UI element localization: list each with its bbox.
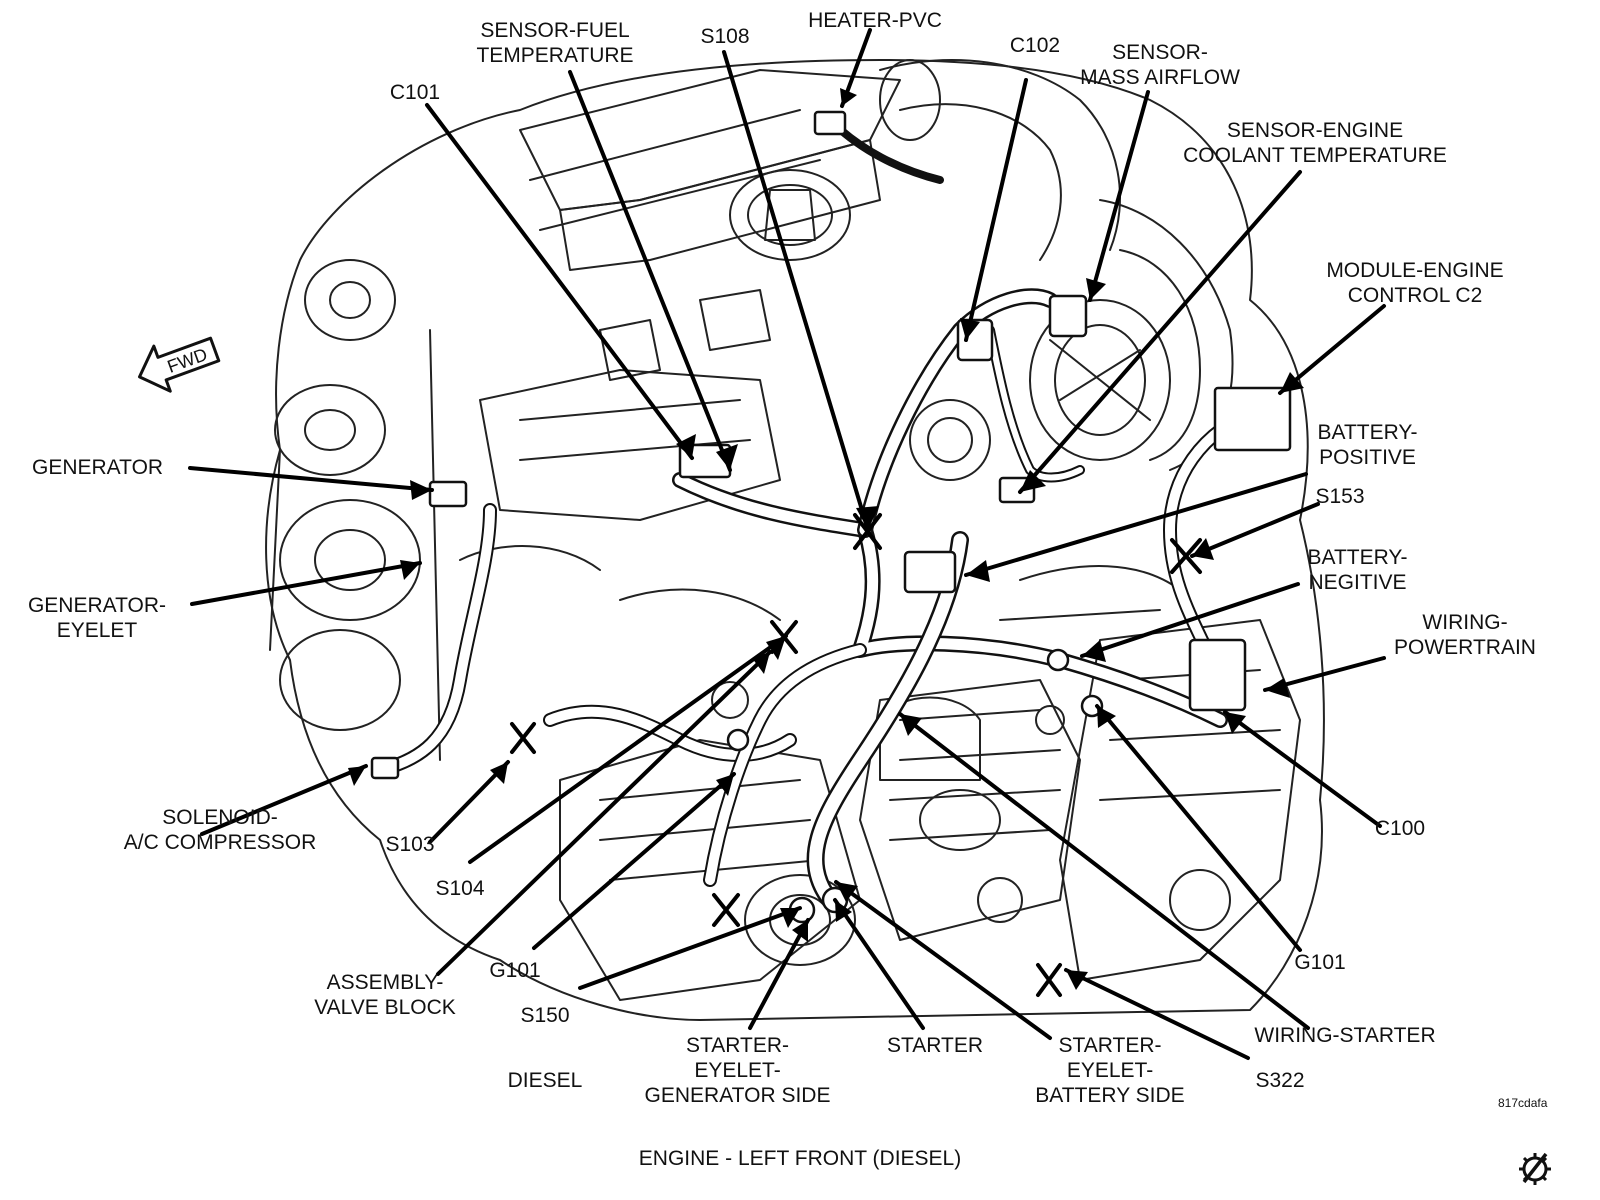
label-s322: S322 bbox=[1255, 1069, 1305, 1092]
label-generator-eyelet: GENERATOR-EYELET bbox=[27, 594, 167, 642]
label-g101-right: G101 bbox=[1294, 951, 1346, 974]
label-assembly-valve-block: ASSEMBLY-VALVE BLOCK bbox=[314, 971, 456, 1019]
label-c101: C101 bbox=[389, 81, 441, 104]
label-s153: S153 bbox=[1315, 485, 1365, 508]
label-heater-pvc: HEATER-PVC bbox=[808, 9, 942, 32]
label-wiring-powertrain: WIRING-POWERTRAIN bbox=[1394, 611, 1536, 659]
harness-connectors bbox=[370, 110, 1292, 924]
label-battery-negitive: BATTERY-NEGITIVE bbox=[1307, 546, 1408, 594]
label-s104: S104 bbox=[435, 877, 485, 900]
engine-line-art bbox=[265, 59, 1325, 1021]
figure-code: 817cdafa bbox=[1498, 1096, 1548, 1110]
gear-slash-icon bbox=[1519, 1152, 1551, 1185]
splice-markers bbox=[510, 513, 1202, 997]
leader-lines bbox=[188, 28, 1386, 1060]
label-c102: C102 bbox=[1009, 34, 1061, 57]
leader-arrowheads bbox=[348, 88, 1304, 990]
label-sensor-mass-airflow: SENSOR-MASS AIRFLOW bbox=[1080, 41, 1240, 89]
label-wiring-starter: WIRING-STARTER bbox=[1254, 1024, 1436, 1047]
fwd-arrow-icon: FWD bbox=[137, 336, 221, 393]
label-starter-eyelet-generator-side: STARTER-EYELET-GENERATOR SIDE bbox=[644, 1034, 831, 1107]
figure-caption: ENGINE - LEFT FRONT (DIESEL) bbox=[638, 1147, 962, 1170]
label-s150: S150 bbox=[520, 1004, 570, 1027]
label-battery-positive: BATTERY-POSITIVE bbox=[1317, 421, 1418, 469]
label-starter-eyelet-battery-side: STARTER-EYELET-BATTERY SIDE bbox=[1035, 1034, 1185, 1107]
label-solenoid-ac-compressor: SOLENOID-A/C COMPRESSOR bbox=[123, 806, 317, 854]
label-starter: STARTER bbox=[886, 1034, 984, 1057]
label-g101-left: G101 bbox=[489, 959, 541, 982]
label-diesel: DIESEL bbox=[507, 1069, 583, 1092]
label-s103: S103 bbox=[385, 833, 435, 856]
label-s108: S108 bbox=[700, 25, 750, 48]
label-generator: GENERATOR bbox=[32, 456, 164, 479]
label-c100: C100 bbox=[1374, 817, 1426, 840]
